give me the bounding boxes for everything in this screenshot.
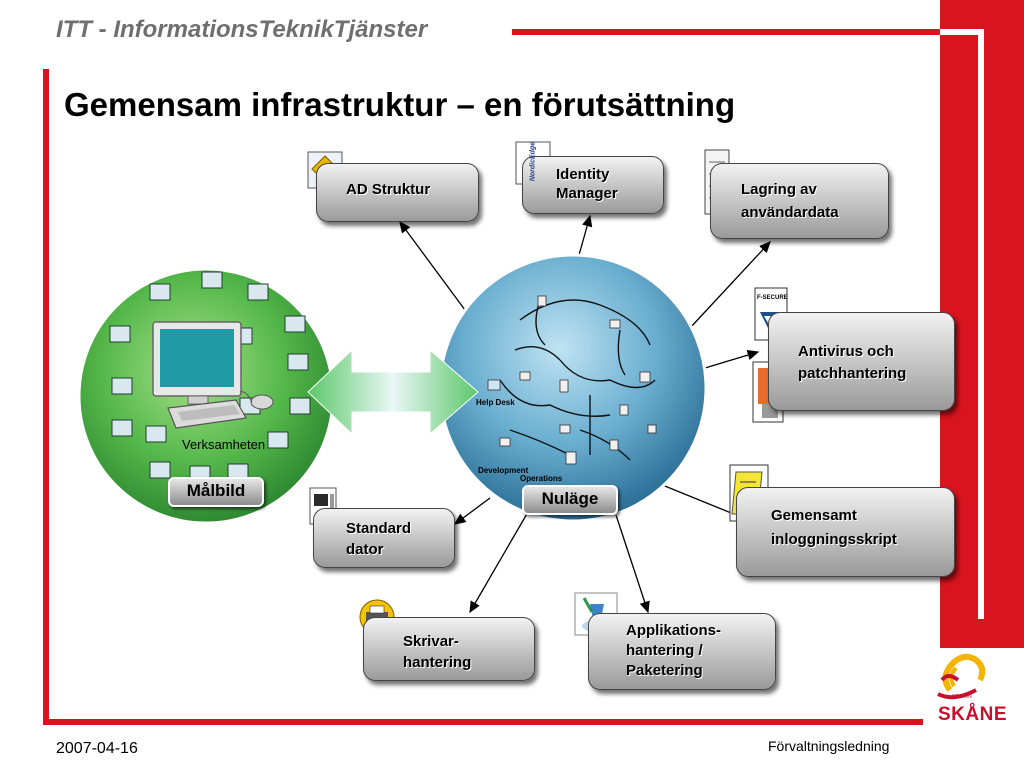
node-skrivarhantering [363, 617, 535, 681]
arrow-to-ad [399, 220, 466, 311]
header-red-bar [512, 29, 940, 35]
node-inloggningsskript [736, 487, 955, 577]
arrow-to-dator [453, 497, 491, 525]
arrow-to-lagring [689, 241, 771, 329]
node-lagring-label-2: användardata [741, 204, 839, 221]
node-lagring-label-1: Lagring av [741, 181, 817, 198]
node-identity-label-2: Manager [556, 185, 618, 202]
node-applikationshantering [588, 613, 776, 690]
help-desk-label: Help Desk [476, 398, 515, 407]
skane-label: SKÅNE [938, 704, 1008, 725]
operations-label: Operations [520, 474, 563, 483]
right-circle [438, 253, 708, 523]
fsecure-logo-text: F-SECURE [757, 295, 788, 301]
node-ad-label: AD Struktur [346, 181, 431, 198]
arrow-to-antivirus [704, 350, 760, 369]
identity-logo-text: NordicEdge [529, 141, 537, 182]
computer-icon [152, 321, 274, 429]
slide-title: Gemensam infrastruktur – en förutsättnin… [64, 86, 736, 123]
malbild-badge: Målbild [168, 477, 264, 507]
node-ad-structure [316, 163, 479, 222]
node-app-label-3: Paketering [626, 662, 703, 679]
nulage-badge: Nuläge [522, 485, 618, 515]
node-identity-label-1: Identity [556, 166, 610, 183]
region-skane-logo-icon [937, 653, 986, 700]
arrow-to-skrivar [469, 511, 529, 614]
header-title: ITT - InformationsTeknikTjänster [56, 16, 428, 43]
node-antivirus [768, 312, 955, 411]
bottom-red-bar [43, 719, 923, 725]
process-map-icon [499, 299, 656, 461]
node-antivirus-label-2: patchhantering [798, 365, 907, 382]
node-lagring [710, 163, 889, 239]
connector-arrows [399, 214, 771, 614]
node-dator-label-2: dator [346, 541, 384, 558]
right-white-frame [940, 29, 984, 619]
double-arrow-icon [307, 348, 479, 436]
node-standard-dator [313, 508, 455, 568]
left-red-bar [43, 69, 49, 725]
development-label: Development [478, 466, 529, 475]
node-inlogg-label-1: Gemensamt [771, 507, 857, 524]
node-app-label-1: Applikations- [626, 622, 722, 639]
footer-org: Förvaltningsledning [768, 738, 890, 754]
node-identity-manager [522, 156, 664, 214]
small-monitors-icon [109, 271, 311, 483]
node-inlogg-label-2: inloggningsskript [771, 531, 897, 548]
node-app-label-2: hantering / [626, 642, 703, 659]
process-map-nodes-icon [487, 295, 657, 465]
region-label: REGION [952, 694, 972, 700]
arrow-to-app [614, 511, 650, 614]
node-skrivar-label-2: hantering [403, 654, 472, 671]
footer-date: 2007-04-16 [56, 740, 138, 757]
node-skrivar-label-1: Skrivar- [403, 633, 459, 650]
node-dator-label-1: Standard [346, 520, 412, 537]
node-antivirus-label-1: Antivirus och [798, 343, 894, 360]
verksamheten-label: Verksamheten [182, 437, 266, 452]
